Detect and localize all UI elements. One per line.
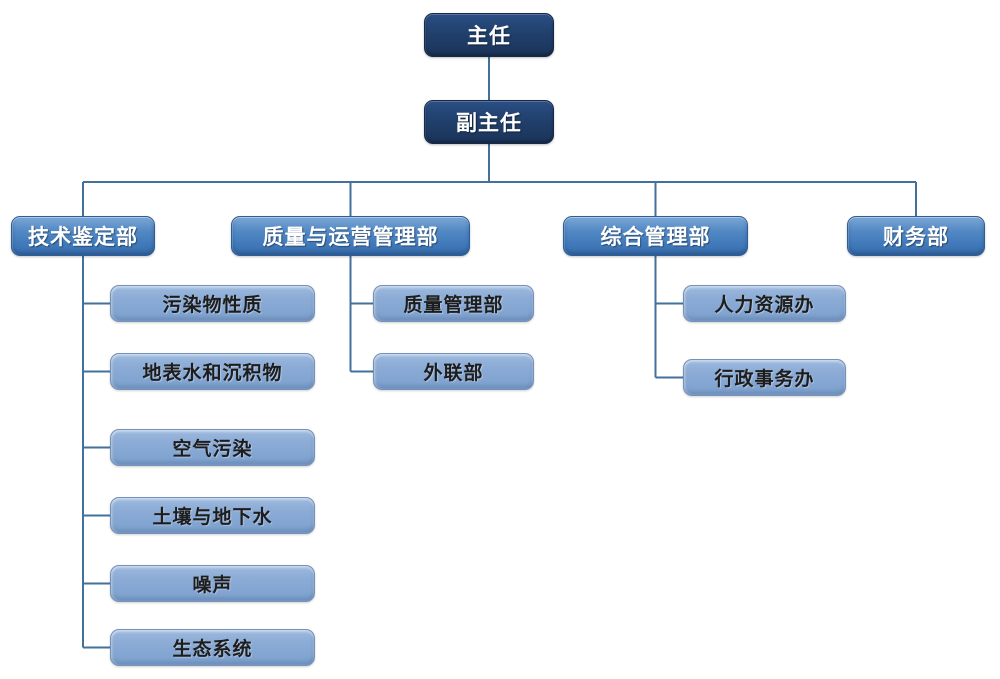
org-node-n3[interactable]: 技术鉴定部 [11, 216, 155, 256]
org-node-n16[interactable]: 行政事务办 [683, 359, 846, 396]
org-node-n12[interactable]: 生态系统 [110, 629, 315, 666]
org-node-n10[interactable]: 土壤与地下水 [110, 497, 315, 534]
org-node-n8[interactable]: 地表水和沉积物 [110, 353, 315, 390]
org-node-n2[interactable]: 副主任 [424, 100, 554, 144]
org-node-n13[interactable]: 质量管理部 [373, 285, 534, 322]
org-node-n9[interactable]: 空气污染 [110, 429, 315, 466]
org-node-n5[interactable]: 综合管理部 [563, 216, 748, 256]
org-node-n6[interactable]: 财务部 [847, 216, 985, 256]
org-node-n14[interactable]: 外联部 [373, 353, 534, 390]
org-node-n15[interactable]: 人力资源办 [683, 285, 846, 322]
org-node-n1[interactable]: 主任 [424, 13, 554, 57]
org-node-n11[interactable]: 噪声 [110, 565, 315, 602]
org-node-n4[interactable]: 质量与运营管理部 [231, 216, 470, 256]
org-node-n7[interactable]: 污染物性质 [110, 285, 315, 322]
